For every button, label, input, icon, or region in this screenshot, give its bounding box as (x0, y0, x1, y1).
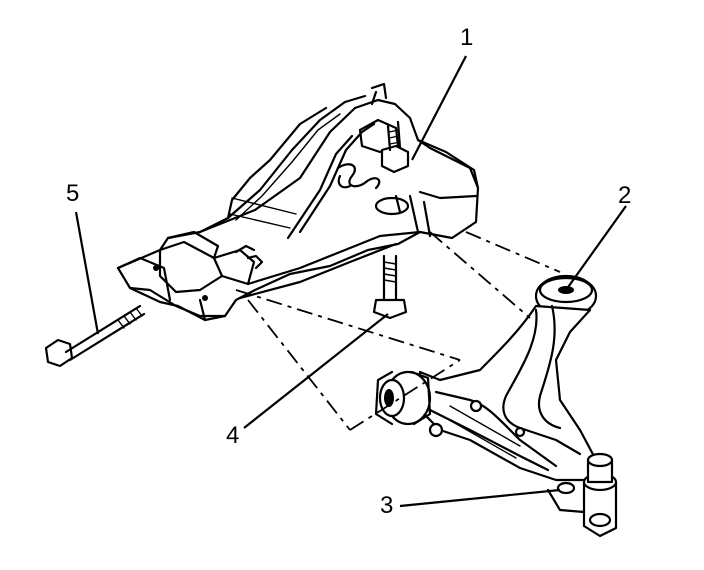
callout-5: 5 (66, 180, 80, 207)
callout-2: 2 (618, 182, 632, 209)
callout-4: 4 (226, 422, 240, 449)
alignment-lines (235, 231, 561, 431)
bolt-4 (372, 254, 408, 320)
subframe (116, 82, 480, 322)
lower-control-arm (374, 274, 618, 538)
long-bolt-5 (44, 304, 146, 368)
callout-3: 3 (380, 492, 394, 519)
leader-lines (74, 55, 627, 508)
callout-1: 1 (460, 24, 474, 51)
